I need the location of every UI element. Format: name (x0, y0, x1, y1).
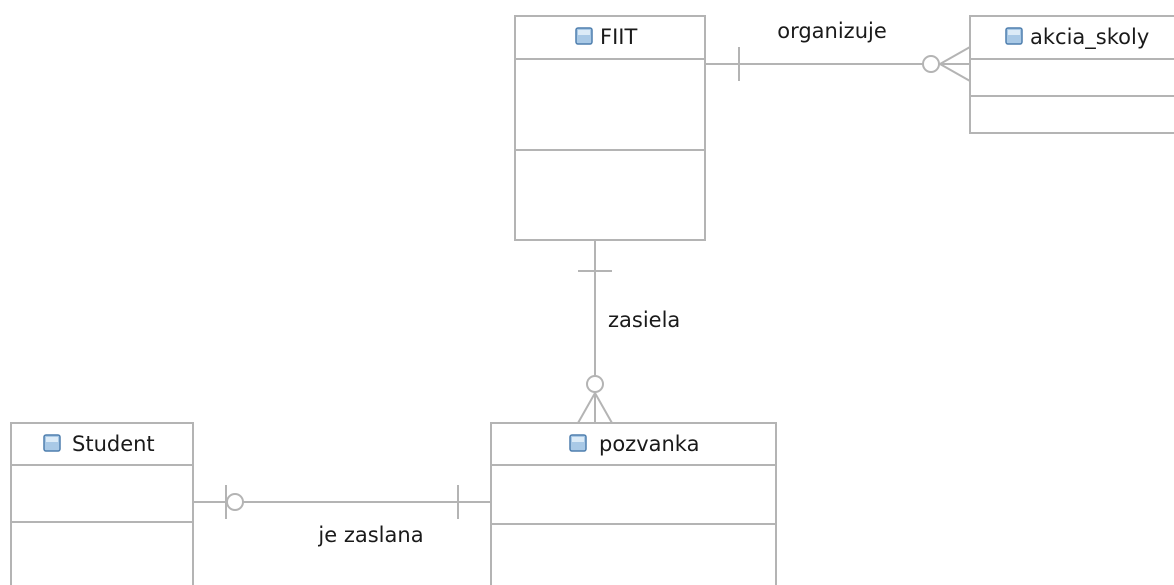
relationship-zasiela[interactable]: zasiela (577, 240, 680, 424)
entity-name: pozvanka (599, 432, 699, 456)
entity-fiit[interactable]: FIIT (514, 15, 706, 241)
crows-foot-marker (937, 46, 971, 82)
entity-name: FIIT (600, 25, 637, 49)
entity-name: Student (72, 432, 155, 456)
relationship-label: organizuje (777, 19, 887, 43)
relationship-label: je zaslana (317, 523, 423, 547)
entity-student[interactable]: Student (10, 422, 194, 585)
table-icon (43, 434, 61, 452)
entity-name: akcia_skoly (1030, 25, 1149, 50)
table-icon (569, 434, 587, 452)
entity-box (490, 422, 777, 585)
entity-akcia-skoly[interactable]: akcia_skoly (969, 15, 1174, 134)
entity-box (969, 15, 1174, 134)
relationship-label: zasiela (608, 308, 680, 332)
table-icon (575, 27, 593, 45)
zero-marker (226, 493, 244, 511)
entity-box (514, 15, 706, 241)
entity-box (10, 422, 194, 585)
relationship-je-zaslana[interactable]: je zaslana (193, 485, 491, 547)
zero-marker (922, 55, 940, 73)
relationship-organizuje[interactable]: organizuje (705, 19, 971, 82)
crows-foot-marker (577, 390, 613, 424)
table-icon (1005, 27, 1023, 45)
entity-pozvanka[interactable]: pozvanka (490, 422, 777, 585)
zero-marker (586, 375, 604, 393)
